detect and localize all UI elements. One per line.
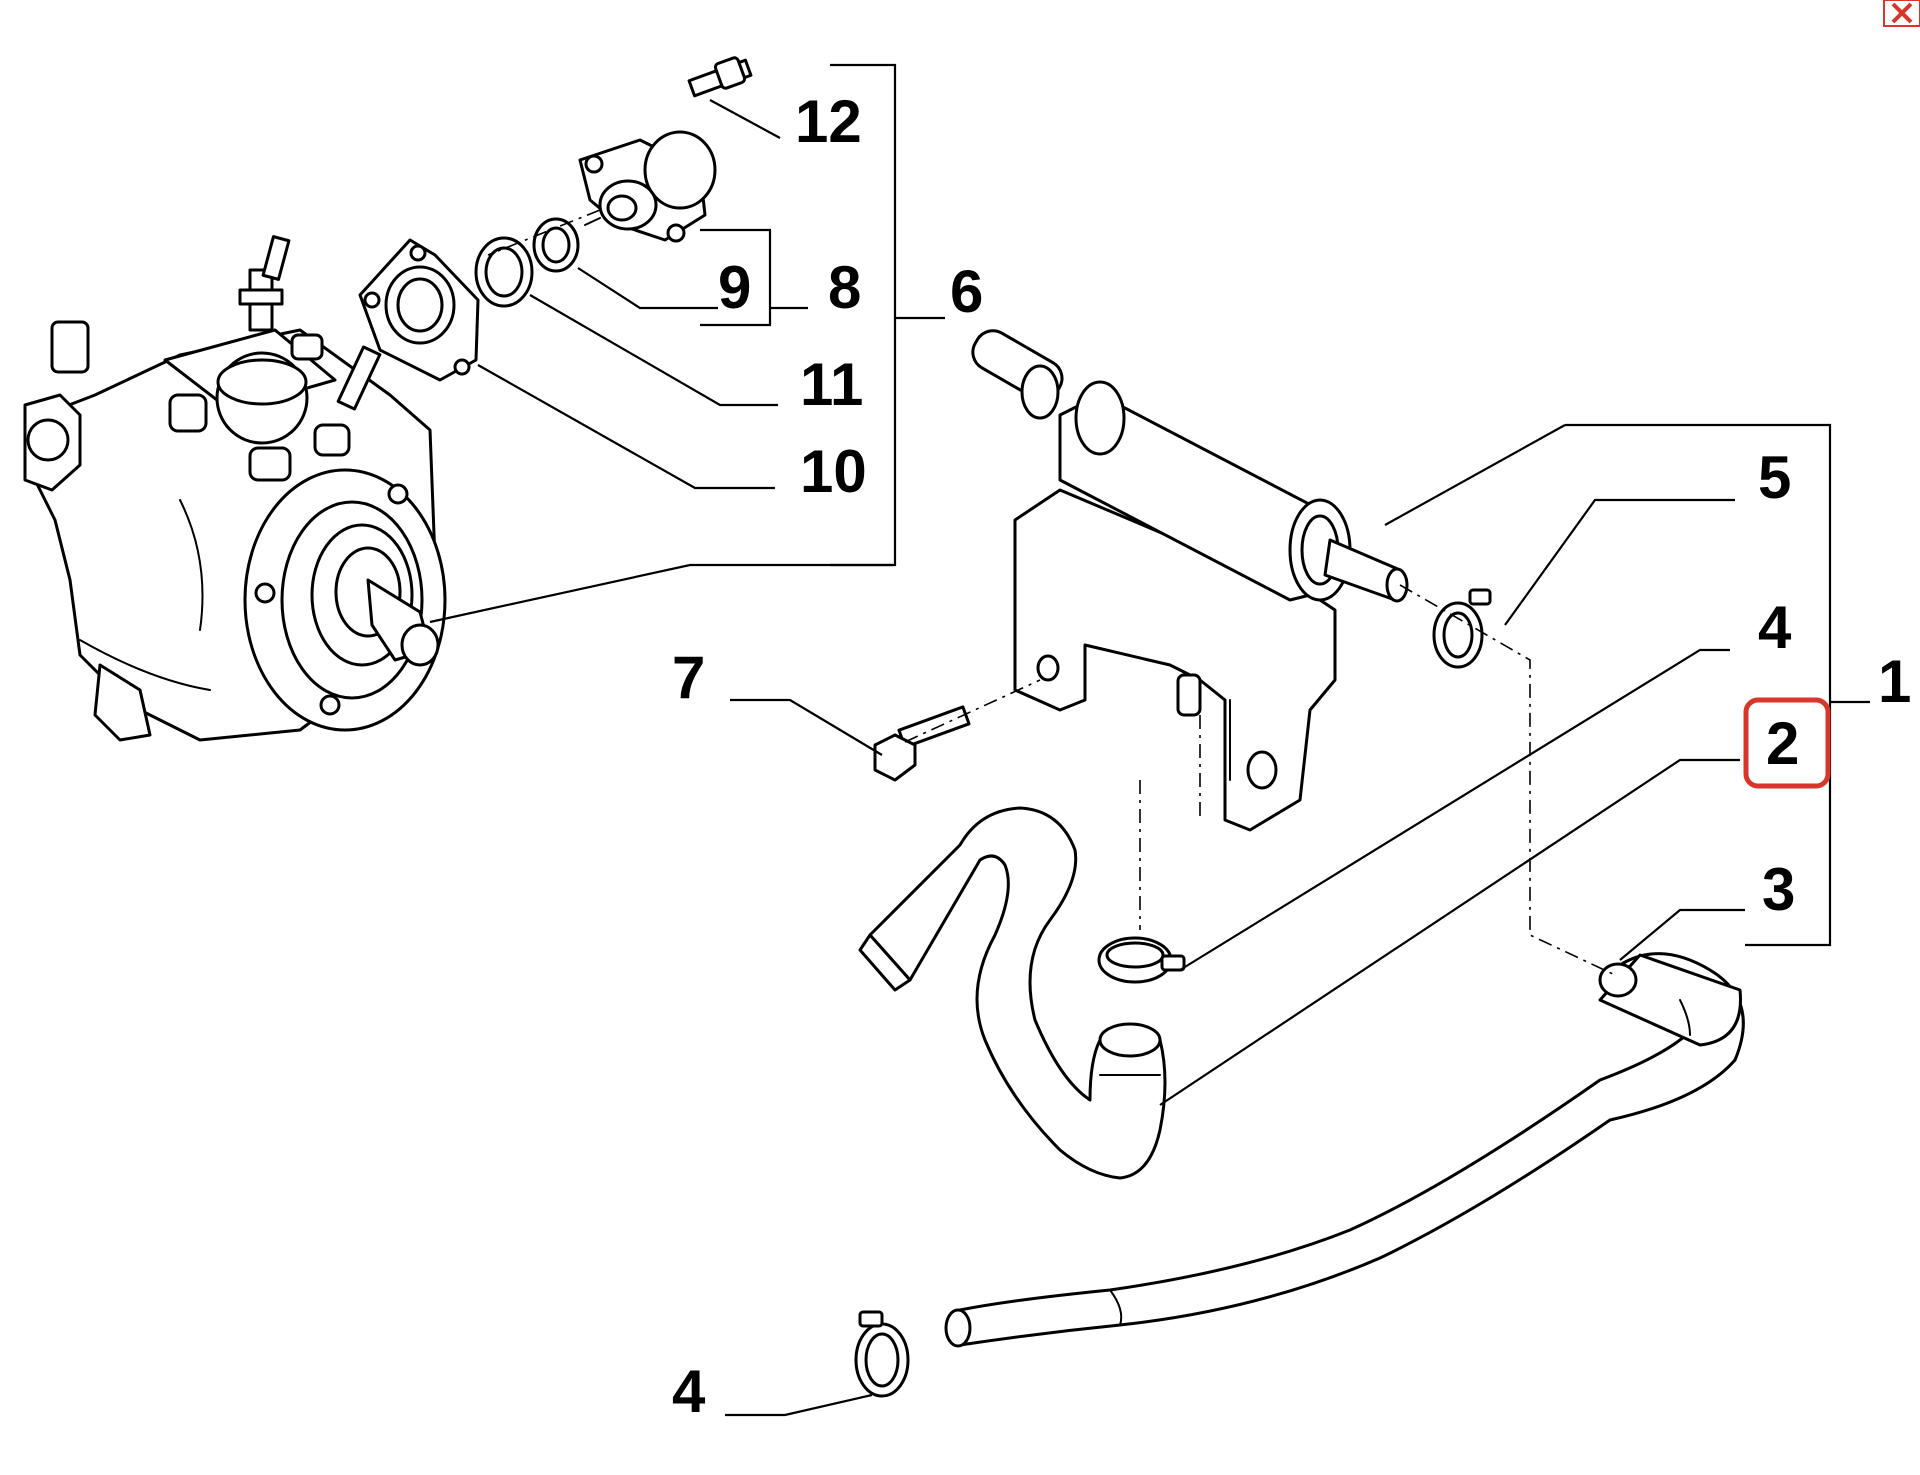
callout-8: 8 (828, 254, 861, 321)
highlight-box (1743, 697, 1831, 789)
callout-9: 9 (718, 254, 751, 321)
callout-4-upper: 4 (1758, 594, 1792, 661)
callout-6: 6 (950, 258, 983, 325)
callout-7: 7 (672, 644, 705, 711)
bolt-7 (873, 705, 971, 782)
hose-clamp-4-lower (854, 1310, 910, 1398)
fuel-manifold-bracket (971, 329, 1409, 832)
flange-gasket-10 (358, 238, 480, 382)
pipe-3 (944, 952, 1745, 1348)
hose-clamp-5 (1432, 588, 1492, 669)
pressure-regulator (578, 130, 717, 243)
callout-11: 11 (800, 351, 863, 418)
seal-ring-11 (474, 236, 534, 308)
callout-3: 3 (1762, 856, 1795, 923)
callout-10: 10 (800, 438, 867, 505)
callout-5: 5 (1758, 444, 1791, 511)
hose-2 (858, 806, 1167, 1180)
callout-2[interactable]: 2 (1766, 710, 1799, 777)
seal-ring-9 (532, 217, 580, 273)
callout-12: 12 (795, 88, 862, 155)
hose-clamp-4-upper (1097, 936, 1186, 984)
bolt-12 (687, 56, 753, 98)
close-icon[interactable] (1883, 0, 1920, 27)
high-pressure-pump (23, 235, 447, 742)
callout-1: 1 (1878, 648, 1911, 715)
callout-4-lower: 4 (672, 1358, 706, 1425)
